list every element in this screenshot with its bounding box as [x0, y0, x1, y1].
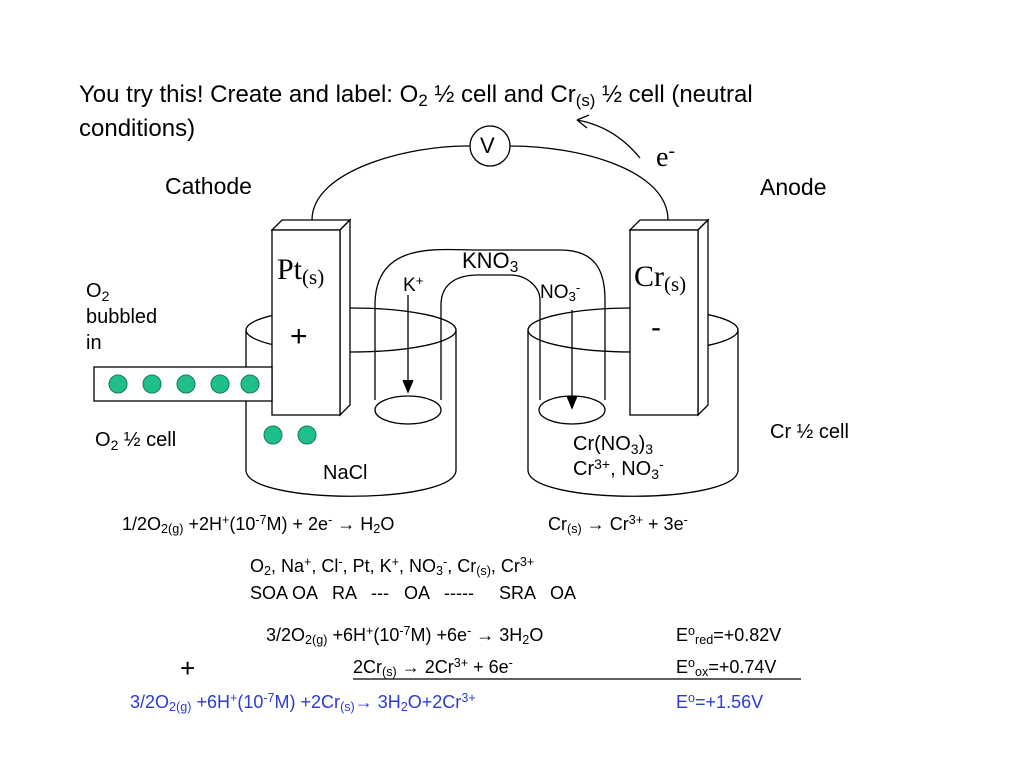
species-classification: SOA OA RA --- OA ----- SRA OA: [250, 583, 577, 603]
anode-label: Anode: [760, 174, 827, 200]
o2-bubble: [142, 374, 162, 394]
cation-label: K+: [403, 273, 424, 296]
overall-potential: Eo=+1.56V: [676, 691, 764, 712]
plus-sign: +: [180, 653, 196, 683]
cr-electrode-label: Cr(s): [634, 260, 687, 297]
overall-equation: 3/2O2(g) +6H+(10-7M) +2Cr(s)→ 3H2O+2Cr3+: [130, 691, 476, 715]
salt-bridge: [374, 248, 606, 400]
o2-bubble: [263, 425, 283, 445]
anode-sign: -: [651, 311, 661, 344]
oxidation-potential: Eoox=+0.74V: [676, 656, 777, 680]
o2-bubbled-label: O2 bubbled in: [86, 280, 158, 354]
reduction-equation: 3/2O2(g) +6H+(10-7M) +6e- → 3H2O: [266, 624, 544, 648]
species-list: O2, Na+, Cl-, Pt, K+, NO3-, Cr(s), Cr3+: [250, 555, 535, 579]
o2-bubble: [176, 374, 196, 394]
electron-label: e-: [656, 141, 675, 173]
electron-flow-arrow: [576, 119, 641, 159]
left-solution-label: NaCl: [323, 462, 368, 484]
o2-half-cell-label: O2 ½ cell: [95, 429, 177, 453]
voltmeter: [469, 125, 511, 167]
left-beaker: [245, 330, 457, 497]
o2-bubble: [240, 374, 260, 394]
oxidation-equation: 2Cr(s) → 2Cr3+ + 6e-: [353, 656, 513, 680]
salt-bridge-label: KNO3: [462, 248, 519, 276]
right-beaker: [527, 330, 739, 497]
cathode-label: Cathode: [165, 173, 252, 199]
cathode-half-reaction: 1/2O2(g) +2H+(10-7M) + 2e- → H2O: [122, 513, 395, 537]
anode-half-reaction: Cr(s) → Cr3+ + 3e-: [548, 513, 688, 537]
o2-bubble: [108, 374, 128, 394]
anion-label: NO3-: [540, 280, 581, 305]
cathode-sign: +: [290, 320, 308, 353]
reduction-potential: Eored=+0.82V: [676, 624, 782, 648]
o2-bubble: [297, 425, 317, 445]
page-title: You try this! Create and label: O2 ½ cel…: [79, 81, 753, 142]
o2-bubble: [210, 374, 230, 394]
external-wire: [311, 145, 669, 221]
cr-electrode: [628, 218, 710, 417]
salt-bridge-left-end: [374, 395, 442, 425]
left-beaker-rim: [245, 307, 457, 353]
pt-electrode-label: Pt(s): [277, 253, 325, 290]
pt-electrode: [270, 218, 352, 417]
voltmeter-label: V: [480, 133, 495, 158]
cr-half-cell-label: Cr ½ cell: [770, 421, 849, 443]
right-solution-label: Cr(NO3)3 Cr3+, NO3-: [573, 433, 664, 482]
